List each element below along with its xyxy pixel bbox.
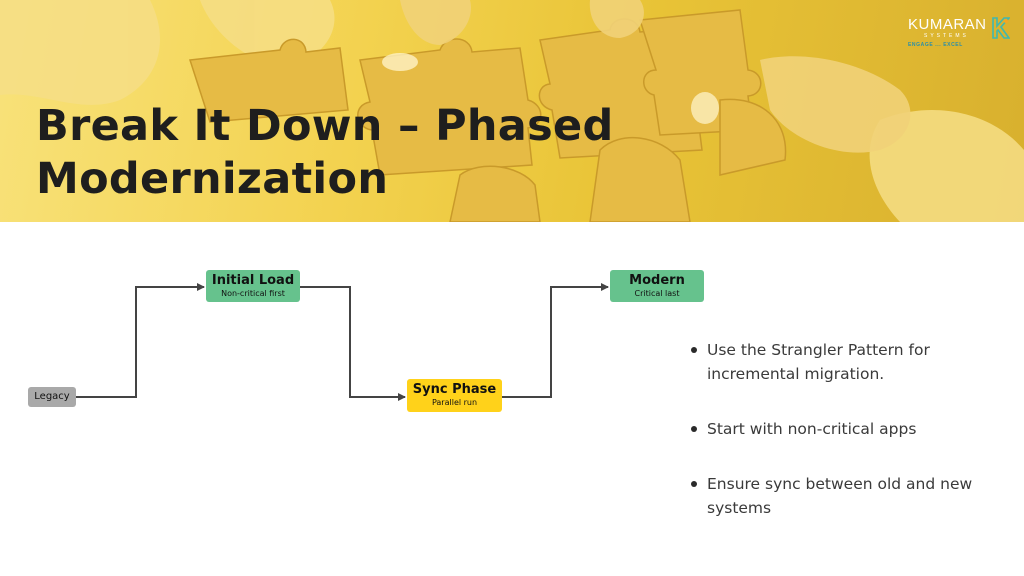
node-sync-phase-title: Sync Phase: [412, 382, 497, 397]
phased-modernization-diagram: Legacy Initial Load Non-critical first S…: [0, 222, 1024, 576]
title-line-1: Break It Down – Phased: [36, 101, 614, 151]
node-legacy: Legacy: [28, 387, 76, 407]
puzzle-background-image: [0, 0, 1024, 222]
edge-legacy-to-initial: [76, 283, 205, 398]
node-modern: Modern Critical last: [610, 270, 704, 302]
bullet-text: Use the Strangler Pattern for incrementa…: [707, 341, 930, 383]
bullet-text: Ensure sync between old and new systems: [707, 475, 973, 517]
company-logo: KUMARAN SYSTEMS ENGAGE ... EXCEL: [904, 14, 1014, 54]
list-item: Start with non-critical apps: [690, 417, 1010, 441]
logo-sub-text: SYSTEMS: [924, 33, 969, 39]
node-sync-phase-subtitle: Parallel run: [431, 398, 478, 407]
title-line-2: Modernization: [36, 154, 389, 204]
bullet-text: Start with non-critical apps: [707, 420, 917, 438]
node-initial-load-title: Initial Load: [211, 273, 295, 288]
header-banner: Break It Down – Phased Modernization KUM…: [0, 0, 1024, 222]
bullet-list: Use the Strangler Pattern for incrementa…: [690, 338, 1010, 551]
bullet-dot-icon: [691, 481, 697, 487]
node-initial-load: Initial Load Non-critical first: [206, 270, 300, 302]
edge-sync-to-modern: [502, 283, 609, 398]
logo-tagline: ENGAGE ... EXCEL: [908, 42, 963, 48]
diagram-connectors: [76, 283, 609, 401]
node-modern-title: Modern: [629, 273, 685, 288]
node-modern-subtitle: Critical last: [634, 289, 680, 298]
node-legacy-title: Legacy: [34, 391, 70, 402]
k-mark-icon: [992, 17, 1010, 39]
logo-brand-text: KUMARAN: [908, 16, 987, 33]
slide-title: Break It Down – Phased Modernization: [36, 100, 614, 206]
edge-initial-to-sync: [300, 286, 406, 401]
list-item: Ensure sync between old and new systems: [690, 472, 1010, 520]
node-initial-load-subtitle: Non-critical first: [221, 289, 285, 298]
list-item: Use the Strangler Pattern for incrementa…: [690, 338, 1010, 386]
bullet-dot-icon: [691, 347, 697, 353]
node-sync-phase: Sync Phase Parallel run: [407, 379, 502, 412]
bullet-dot-icon: [691, 426, 697, 432]
